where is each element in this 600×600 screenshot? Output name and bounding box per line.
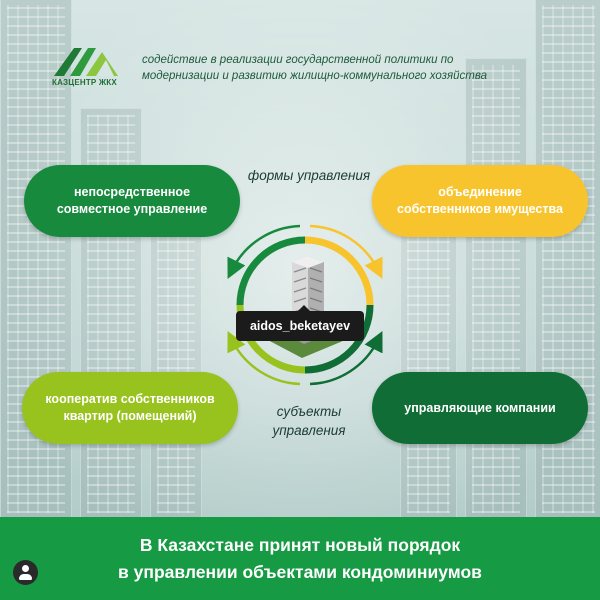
pill-owners-association: объединение собственников имущества (372, 165, 588, 237)
pill-management-companies: управляющие компании (372, 372, 588, 444)
arrow-bottom-left (227, 331, 301, 386)
label-subjects-of-management: субъекты управления (272, 404, 346, 438)
ring-segment (304, 236, 374, 306)
headline-line-2: в управлении объектами кондоминиумов (118, 561, 482, 582)
logo: КАЗЦЕНТР ЖКХ (52, 42, 132, 87)
pill-direct-management: непосредственное совместное управление (24, 165, 240, 237)
header: КАЗЦЕНТР ЖКХ (52, 42, 132, 87)
headline-line-1: В Казахстане принят новый порядок (139, 534, 461, 555)
arrow-top-right (309, 224, 383, 279)
pill-label: непосредственное совместное управление (56, 185, 208, 216)
pill-label: управляющие компании (404, 400, 556, 415)
logo-roof-icon (54, 48, 118, 76)
pill-label: объединение собственников имущества (397, 185, 563, 216)
arrow-top-left (227, 224, 301, 279)
user-tag-tooltip[interactable]: aidos_beketayev (236, 305, 364, 341)
user-avatar-icon[interactable] (13, 560, 38, 585)
logo-caption: КАЗЦЕНТР ЖКХ (52, 78, 117, 87)
ring-segment (304, 304, 374, 374)
ring-segment (236, 236, 306, 306)
tagline: содействие в реализации государственной … (142, 54, 487, 82)
headline-banner: В Казахстане принят новый порядок в упра… (0, 517, 600, 600)
pill-cooperative: кооператив собственников квартир (помеще… (22, 372, 238, 444)
label-forms-of-management: формы управления (247, 168, 371, 183)
arrow-bottom-right (309, 331, 383, 386)
pill-label: кооператив собственников квартир (помеще… (45, 392, 215, 423)
